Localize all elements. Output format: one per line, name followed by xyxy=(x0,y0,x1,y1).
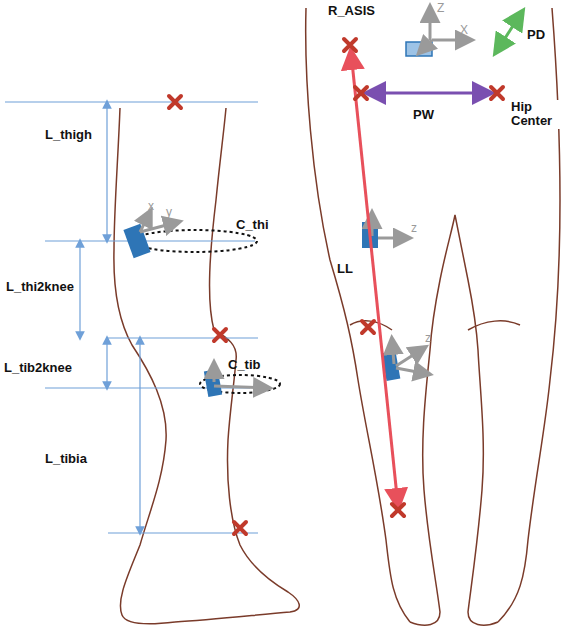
dimension-label: L_tib2knee xyxy=(4,361,72,375)
dimension-label: L_thigh xyxy=(45,128,92,142)
dimension-label: PW xyxy=(412,108,435,122)
dimension-label: L_tibia xyxy=(45,452,87,466)
dimension-label: LL xyxy=(336,262,354,276)
axis-label: Z xyxy=(437,2,444,15)
landmark-label: Hip Center xyxy=(510,100,562,129)
circumference-label: C_thi xyxy=(236,218,269,232)
axis-label: z xyxy=(411,222,417,235)
axis-label: X xyxy=(460,24,468,37)
axis-label: x xyxy=(148,200,154,213)
dimension-label: L_thi2knee xyxy=(6,280,74,294)
landmark-label: R_ASIS xyxy=(328,4,375,18)
dimension-label: PD xyxy=(526,28,546,42)
axis-label: z xyxy=(425,332,431,345)
circumference-label: C_tib xyxy=(228,358,261,372)
axis-label: y xyxy=(166,206,172,219)
